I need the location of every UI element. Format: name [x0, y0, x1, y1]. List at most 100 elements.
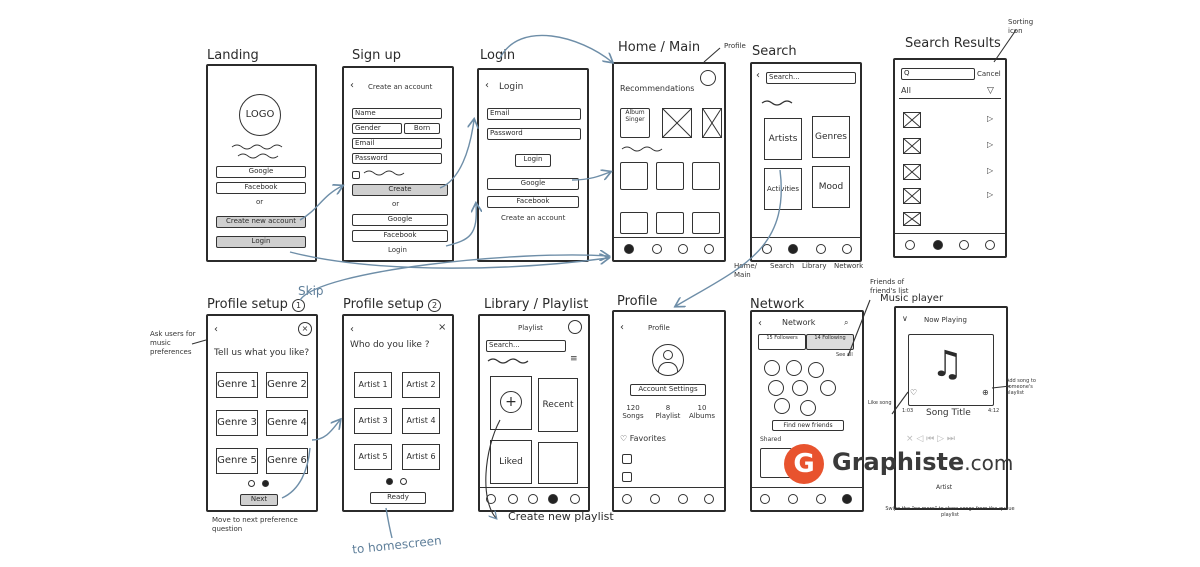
play-icon[interactable]: ▷: [987, 166, 994, 175]
genre-option[interactable]: Genre 1: [216, 372, 258, 398]
landing-login-button[interactable]: Login: [216, 236, 306, 248]
sorting-icon[interactable]: ▽: [987, 86, 994, 96]
play-icon[interactable]: ▷: [987, 114, 994, 123]
recent-tile[interactable]: Recent: [538, 378, 578, 432]
recommendation-tile[interactable]: [620, 212, 648, 234]
login-facebook-button[interactable]: Facebook: [487, 196, 579, 208]
landing-google-button[interactable]: Google: [216, 166, 306, 178]
result-thumb-icon[interactable]: [903, 188, 921, 204]
friend-avatar[interactable]: [774, 398, 790, 414]
album-thumbnail-icon[interactable]: [702, 108, 722, 138]
nav-network-icon[interactable]: [842, 494, 852, 504]
nav-network-icon[interactable]: [704, 244, 714, 254]
name-field[interactable]: Name: [352, 108, 442, 119]
nav-search-icon[interactable]: [508, 494, 518, 504]
result-thumb-icon[interactable]: [903, 212, 921, 226]
login-create-link[interactable]: Create an account: [501, 214, 566, 222]
signup-create-button[interactable]: Create: [352, 184, 448, 196]
nav-home-icon[interactable]: [760, 494, 770, 504]
genre-option[interactable]: Genre 2: [266, 372, 308, 398]
login-password-field[interactable]: Password: [487, 128, 581, 140]
find-friends-button[interactable]: Find new friends: [772, 420, 844, 431]
nav-search-icon[interactable]: [933, 240, 943, 250]
nav-network-icon[interactable]: [842, 244, 852, 254]
nav-library-icon[interactable]: [678, 244, 688, 254]
next-button[interactable]: Next: [240, 494, 278, 506]
search-icon[interactable]: ⌕: [844, 318, 849, 327]
cancel-link[interactable]: Cancel: [977, 70, 1001, 78]
album-card[interactable]: Album Singer: [620, 108, 650, 138]
friend-avatar[interactable]: [792, 380, 808, 396]
artist-option[interactable]: Artist 5: [354, 444, 392, 470]
recommendation-tile[interactable]: [656, 162, 684, 190]
genre-option[interactable]: Genre 5: [216, 448, 258, 474]
album-thumbnail-icon[interactable]: [662, 108, 692, 138]
nav-search-icon[interactable]: [788, 244, 798, 254]
profile-avatar-icon[interactable]: [700, 70, 716, 86]
favorite-thumb[interactable]: [622, 454, 632, 464]
filter-all-tab[interactable]: All: [901, 86, 911, 95]
profile-avatar-icon[interactable]: [568, 320, 582, 334]
following-tab[interactable]: 14 Following: [806, 334, 854, 350]
genre-option[interactable]: Genre 3: [216, 410, 258, 436]
nav-network-icon[interactable]: [985, 240, 995, 250]
signup-facebook-button[interactable]: Facebook: [352, 230, 448, 242]
friend-avatar[interactable]: [820, 380, 836, 396]
back-arrow-icon[interactable]: ‹: [214, 324, 218, 335]
nav-network-icon[interactable]: [704, 494, 714, 504]
recommendation-tile[interactable]: [692, 162, 720, 190]
library-search-input[interactable]: Search...: [486, 340, 566, 352]
nav-search-icon[interactable]: [652, 244, 662, 254]
back-arrow-icon[interactable]: ‹: [350, 80, 354, 91]
login-submit-button[interactable]: Login: [515, 154, 551, 167]
friend-avatar[interactable]: [786, 360, 802, 376]
terms-checkbox[interactable]: [352, 171, 360, 179]
nav-search-icon[interactable]: [788, 494, 798, 504]
artist-option[interactable]: Artist 6: [402, 444, 440, 470]
nav-home-icon[interactable]: [622, 494, 632, 504]
genre-option[interactable]: Genre 6: [266, 448, 308, 474]
create-account-button[interactable]: Create new account: [216, 216, 306, 228]
nav-library-icon[interactable]: [678, 494, 688, 504]
ready-button[interactable]: Ready: [370, 492, 426, 504]
back-arrow-icon[interactable]: ‹: [758, 318, 762, 329]
signup-google-button[interactable]: Google: [352, 214, 448, 226]
create-playlist-tile[interactable]: +: [490, 376, 532, 430]
account-settings-button[interactable]: Account Settings: [630, 384, 706, 396]
friend-avatar[interactable]: [764, 360, 780, 376]
password-field[interactable]: Password: [352, 153, 442, 164]
nav-search-icon[interactable]: [650, 494, 660, 504]
artist-option[interactable]: Artist 3: [354, 408, 392, 434]
back-arrow-icon[interactable]: ‹: [485, 80, 489, 91]
back-arrow-icon[interactable]: ‹: [350, 324, 354, 335]
result-thumb-icon[interactable]: [903, 164, 921, 180]
nav-network-icon[interactable]: [528, 494, 538, 504]
nav-home-icon[interactable]: [905, 240, 915, 250]
followers-tab[interactable]: 15 Followers: [758, 334, 806, 350]
recommendation-tile[interactable]: [620, 162, 648, 190]
friend-avatar[interactable]: [808, 362, 824, 378]
liked-tile[interactable]: Liked: [490, 440, 532, 484]
category-activities[interactable]: Activities: [764, 168, 802, 210]
search-input[interactable]: Search...: [766, 72, 856, 84]
nav-home-icon[interactable]: [762, 244, 772, 254]
nav-library-icon[interactable]: [959, 240, 969, 250]
nav-profile-icon[interactable]: [570, 494, 580, 504]
collapse-icon[interactable]: ∨: [902, 314, 908, 323]
favorite-thumb[interactable]: [622, 472, 632, 482]
nav-library-icon[interactable]: [548, 494, 558, 504]
signup-login-link[interactable]: Login: [388, 246, 407, 254]
back-arrow-icon[interactable]: ‹: [756, 70, 760, 81]
artist-option[interactable]: Artist 2: [402, 372, 440, 398]
artist-option[interactable]: Artist 4: [402, 408, 440, 434]
back-arrow-icon[interactable]: ‹: [620, 322, 624, 333]
recommendation-tile[interactable]: [656, 212, 684, 234]
login-google-button[interactable]: Google: [487, 178, 579, 190]
play-icon[interactable]: ▷: [987, 190, 994, 199]
playback-controls[interactable]: × ◁ ⏮ ▷ ⏭: [906, 434, 956, 444]
menu-icon[interactable]: ≡: [570, 354, 578, 364]
login-email-field[interactable]: Email: [487, 108, 581, 120]
close-icon[interactable]: ×: [298, 322, 312, 336]
result-thumb-icon[interactable]: [903, 112, 921, 128]
category-artists[interactable]: Artists: [764, 118, 802, 160]
